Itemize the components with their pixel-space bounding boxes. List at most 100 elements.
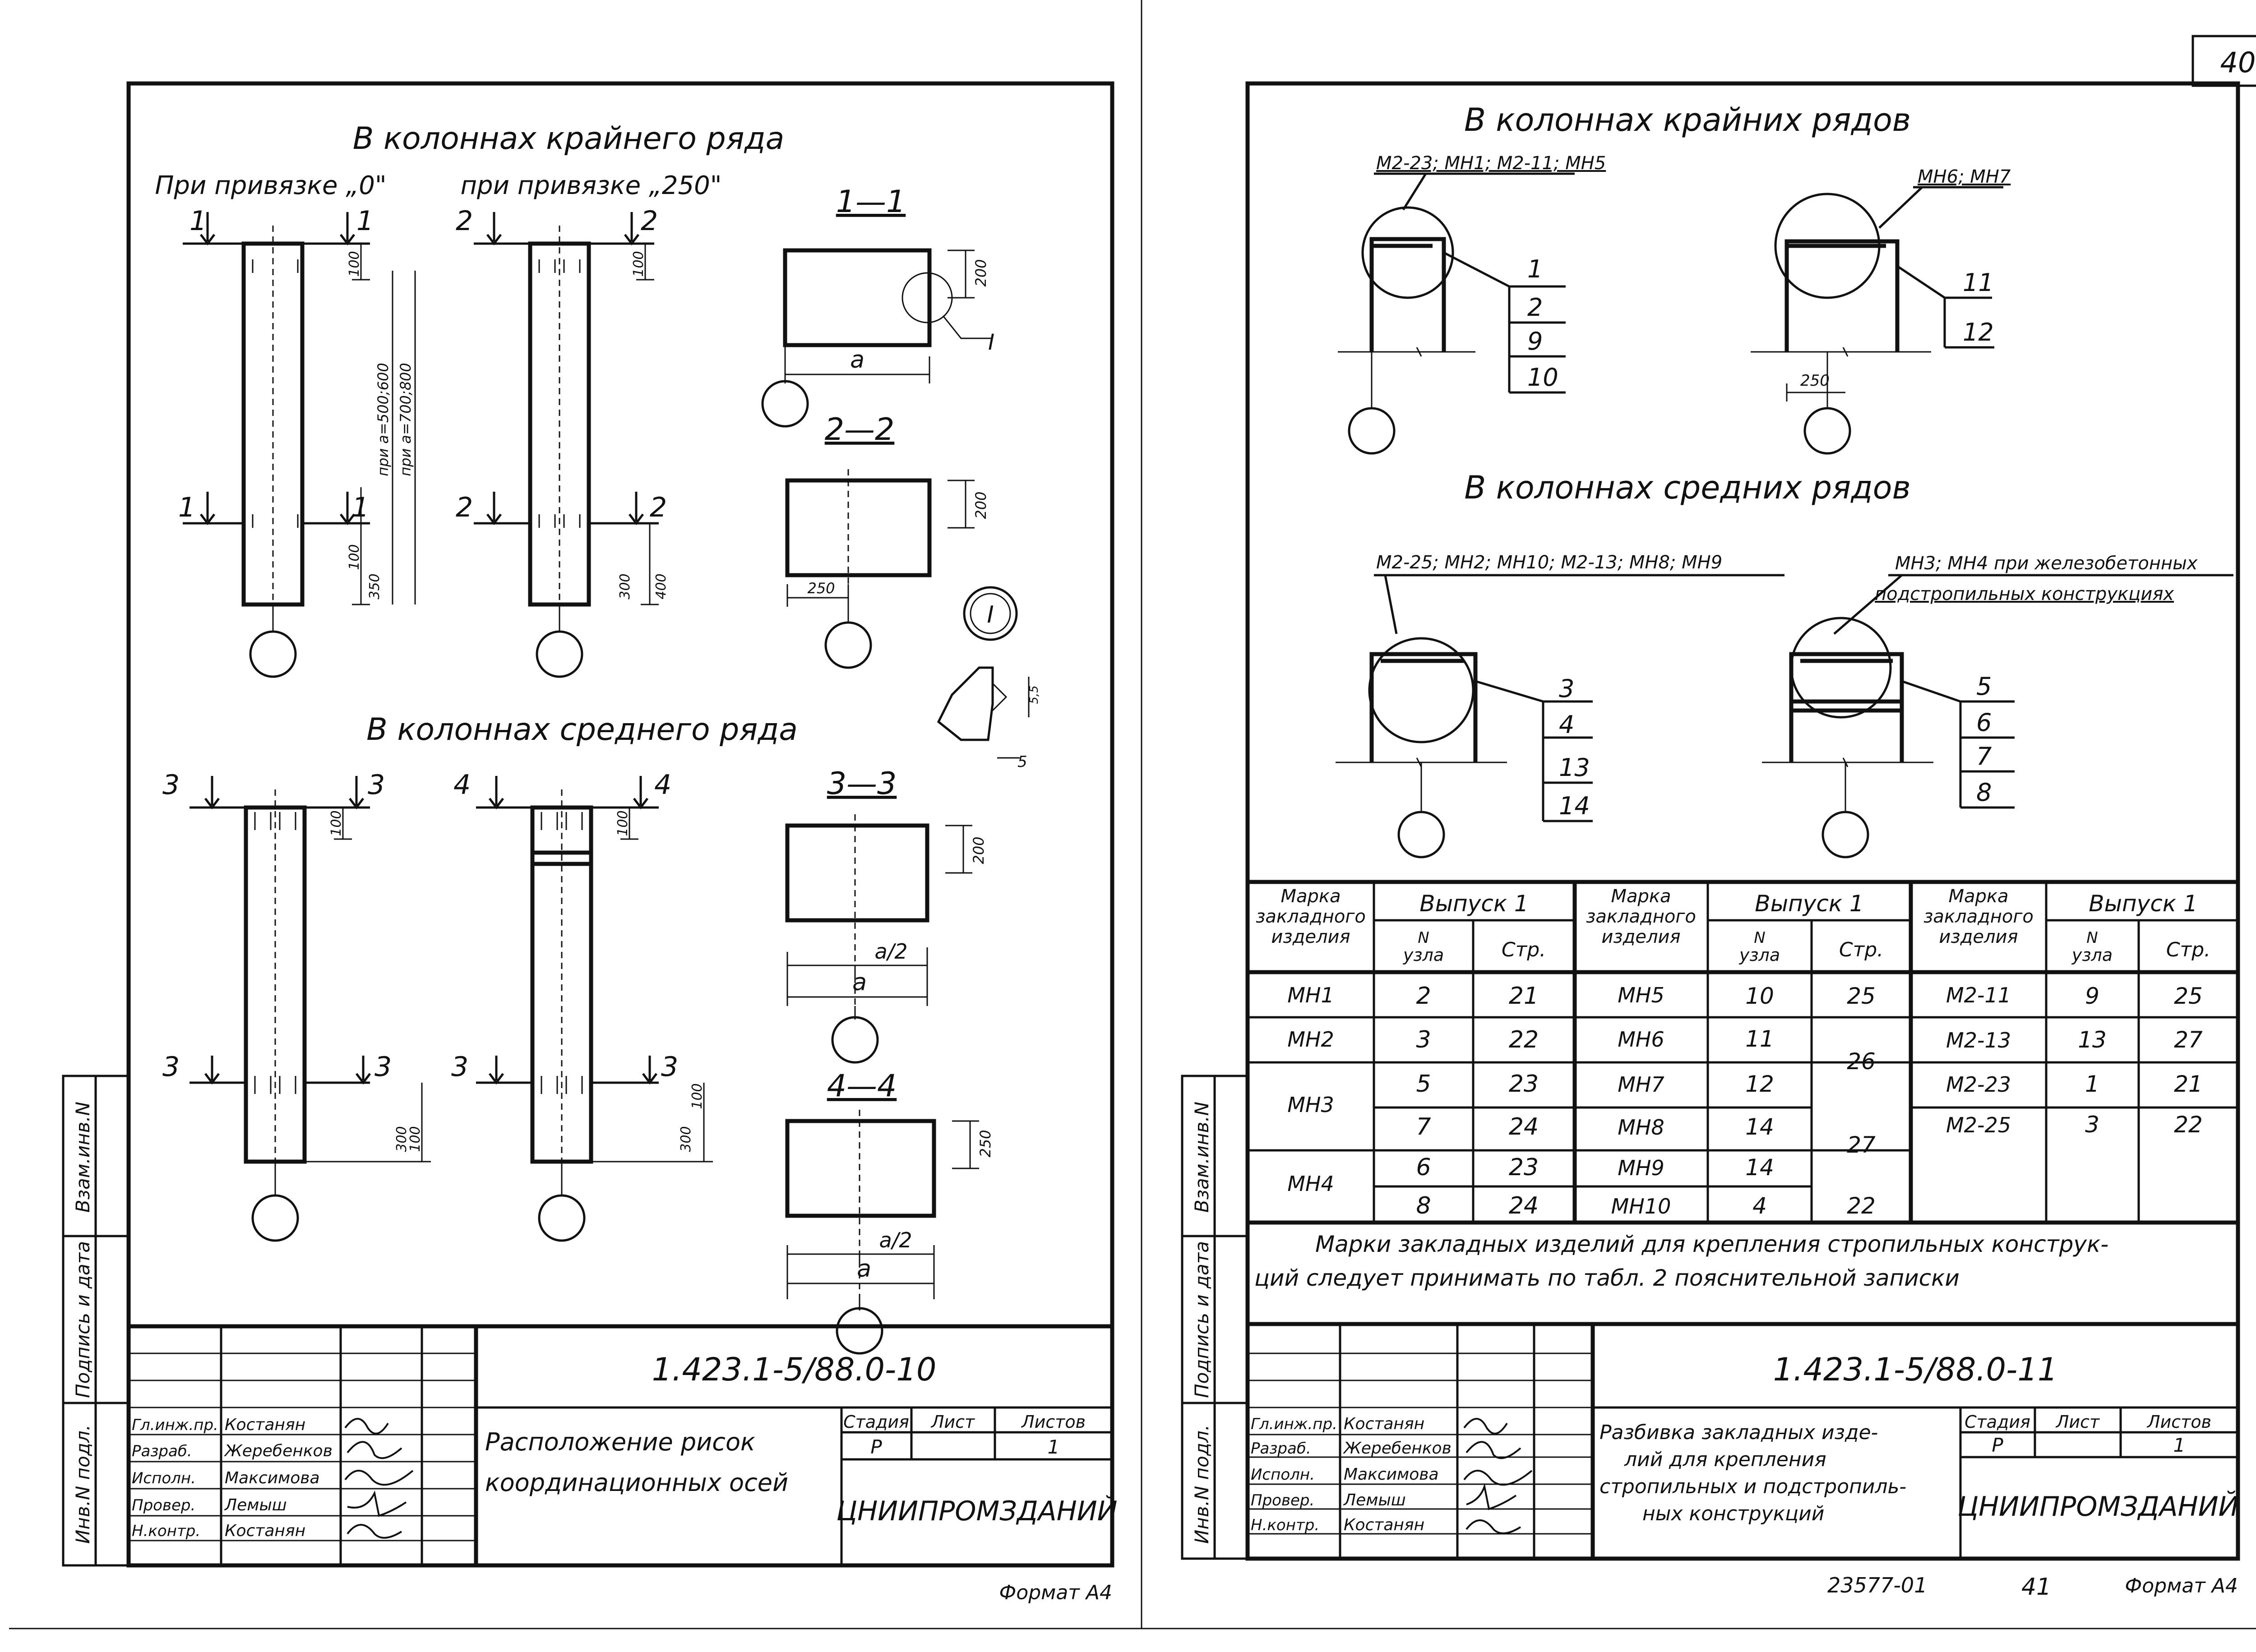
cut-mark: 3 [661,1051,678,1083]
column-elevation-2 [474,212,659,678]
table-cell: 22 [2174,1112,2203,1138]
table-cell: МН7 [1618,1072,1664,1097]
dim-side-a-500-600: при a=500;600 [374,363,392,476]
stamp-name: Максимова [225,1469,320,1487]
archive-number: 23577-01 [1827,1573,1927,1597]
cut-mark: 1 [352,492,369,523]
th-page: Стр. [1502,938,1546,961]
stamp-role: Провер. [132,1496,195,1514]
stamp-role: Исполн. [1251,1466,1315,1484]
right-sheet-frame [1245,81,2240,1561]
table-cell: 2 [1416,983,1431,1010]
column-elevation-1 [183,212,416,678]
stamp-title: ных конструкций [1642,1502,1824,1525]
table-note: Марки закладных изделий для крепления ст… [1315,1231,2108,1257]
th-page: Стр. [1839,938,1883,961]
dim-100: 100 [347,544,362,570]
node-number: 11 [1963,268,1994,297]
table-cell: МН6 [1618,1027,1664,1052]
stamp-role: Гл.инж.пр. [132,1416,218,1434]
dim-300: 300 [617,573,633,599]
stamp-stage-header: Стадия [1965,1412,2030,1432]
node-number: 8 [1976,778,1992,807]
th-mark: закладного [1923,906,2034,927]
table-cell: М2-11 [1946,983,2011,1007]
th-mark: закладного [1586,906,1696,927]
cut-mark: 3 [162,1051,180,1083]
stamp-role: Разраб. [132,1442,192,1460]
dim-a: a [857,1255,871,1283]
table-cell: МН1 [1287,983,1334,1007]
node-number: 1 [1527,255,1543,283]
table-cell: МН2 [1287,1027,1334,1052]
table-cell: 8 [1416,1192,1431,1219]
table-cell: 22 [1509,1026,1539,1053]
stamp-sheets-header: Листов [1021,1412,1086,1432]
margin-label-inv: Инв.N подл. [72,1425,94,1544]
table-cell: 21 [1509,983,1539,1010]
cut-mark: 1 [356,205,374,237]
stamp-title: Разбивка закладных изде- [1600,1421,1878,1444]
cut-mark: 3 [162,769,180,801]
cut-mark: 2 [456,205,473,237]
cut-mark: 4 [453,769,471,801]
caption-binding-0: При привязке „0" [155,171,386,200]
dim-200: 200 [972,491,989,519]
archive-page: 41 [2021,1574,2051,1601]
dim-200: 200 [970,836,987,864]
table-cell: 3 [1416,1026,1431,1053]
node-number: 3 [1559,674,1574,703]
stamp-title: лий для крепления [1624,1448,1826,1471]
th-mark: изделия [1939,927,2018,947]
th-issue: Выпуск 1 [1755,891,1863,917]
node-number: 10 [1527,363,1558,392]
table-note: ций следует принимать по табл. 2 пояснит… [1254,1265,1960,1291]
stamp-name: Жеребенков [1343,1439,1452,1458]
table-cell: 25 [2174,983,2203,1009]
th-mark: изделия [1601,927,1680,947]
cut-mark: 3 [451,1051,468,1083]
dim-100: 100 [407,1126,423,1152]
table-cell: 1 [2085,1071,2099,1097]
table-cell: МН5 [1618,983,1664,1007]
title-extreme-rows: В колоннах крайних рядов [1464,102,1911,138]
th-mark: Марка [1281,886,1341,907]
stamp-name: Лемыш [1343,1491,1406,1509]
stamp-role: Н.контр. [132,1522,200,1540]
dim-300: 300 [394,1126,410,1152]
node-number: 14 [1559,792,1590,820]
stamp-sheets: 1 [2173,1434,2186,1456]
table-cell: МН4 [1287,1172,1334,1196]
table-cell: 10 [1745,983,1774,1009]
node-number: 9 [1527,327,1543,355]
table-cell: МН10 [1611,1194,1671,1218]
cut-mark: 3 [374,1051,392,1083]
th-node: узла [2071,945,2113,965]
table-cell: 6 [1416,1154,1431,1181]
table-cell: 27 [1847,1132,1876,1158]
table-cell: 25 [1847,983,1876,1009]
stamp-stage: Р [1992,1434,2003,1456]
node-group-d [1762,574,2233,858]
dim-250: 250 [977,1130,994,1157]
th-mark: изделия [1271,927,1350,947]
node-group-b [1751,186,2003,455]
table-cell: МН3 [1287,1093,1334,1117]
th-issue: Выпуск 1 [1419,891,1528,917]
node-label-a: М2-23; МН1; М2-11; МН5 [1376,153,1606,174]
dim-a-half: a/2 [879,1228,912,1252]
section-4-4 [785,1110,979,1355]
dim-a-half: a/2 [875,939,908,964]
node-label-d: подстропильных конструкциях [1875,584,2174,605]
table-cell: 22 [1847,1193,1876,1219]
cut-mark: 3 [368,769,385,801]
table-cell: 4 [1752,1193,1767,1219]
table-cell: 26 [1847,1048,1876,1075]
format-label: Формат А4 [999,1581,1112,1604]
dim-250: 250 [807,580,835,597]
title-middle-rows: В колоннах средних рядов [1464,469,1910,506]
table-cell: М2-25 [1946,1113,2011,1137]
stamp-sheets-header: Листов [2146,1412,2211,1432]
th-mark: Марка [1948,886,2008,907]
th-page: Стр. [2166,938,2210,961]
